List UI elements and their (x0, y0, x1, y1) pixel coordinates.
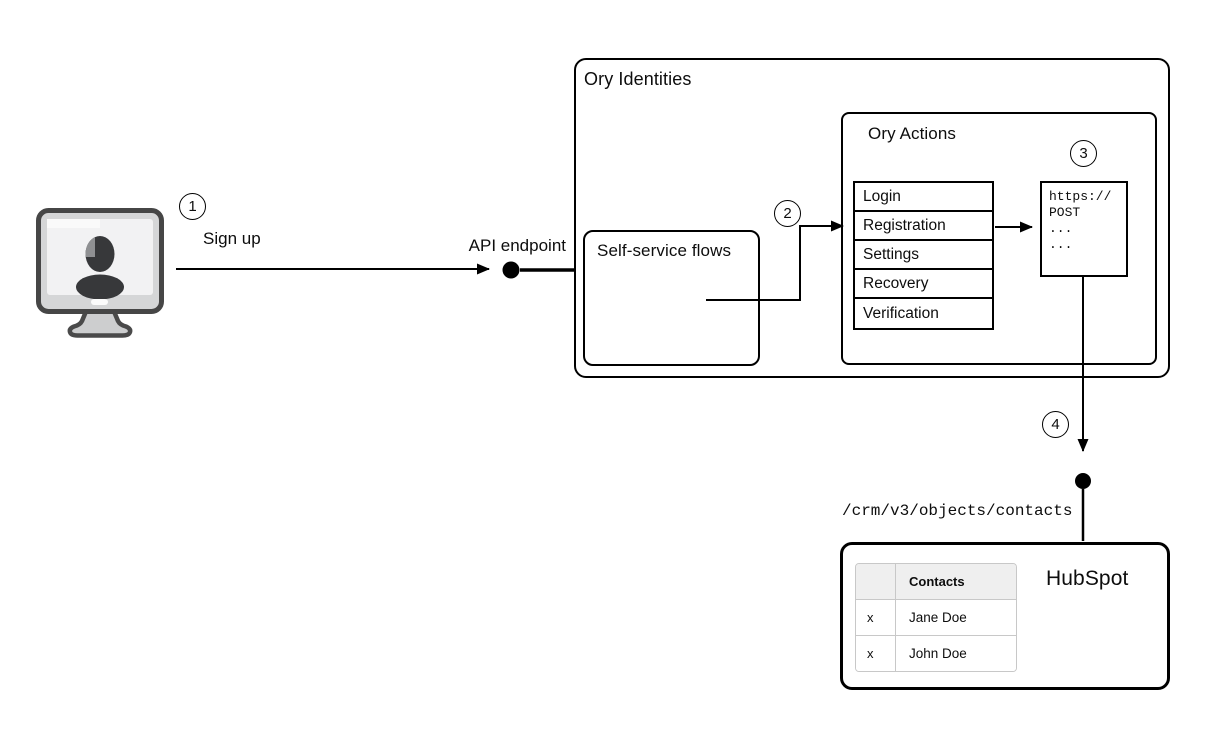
table-row: x Jane Doe (856, 599, 1016, 635)
code-line: https:// (1049, 189, 1112, 204)
step-badge-3: 3 (1070, 140, 1097, 167)
code-line: ... (1049, 221, 1073, 236)
ory-actions-title: Ory Actions (868, 124, 957, 143)
flow-item-login: Login (855, 183, 992, 212)
ory-identities-title: Ory Identities (584, 69, 692, 89)
contacts-table-header-row: Contacts (856, 564, 1016, 599)
webhook-code-box: https:// POST ... ... (1040, 181, 1128, 277)
monitor-user-icon (36, 208, 164, 338)
screen-highlight (47, 219, 100, 228)
code-line: ... (1049, 237, 1073, 252)
contacts-table: Contacts x Jane Doe x John Doe (855, 563, 1017, 672)
api-endpoint-dot-icon (502, 261, 520, 279)
row-mark: x (856, 636, 896, 671)
monitor-button (91, 299, 108, 305)
flow-list: Login Registration Settings Recovery Ver… (853, 181, 994, 330)
code-line: POST (1049, 205, 1081, 220)
api-endpoint-label: API endpoint (468, 236, 566, 255)
self-service-flows-label: Self-service flows (597, 241, 732, 260)
contacts-endpoint-dot-icon (1075, 473, 1091, 489)
sign-up-label: Sign up (203, 229, 261, 248)
flow-item-registration: Registration (855, 212, 992, 241)
row-name: Jane Doe (909, 610, 967, 625)
hubspot-label: HubSpot (1046, 567, 1129, 590)
head-highlight (85, 236, 95, 257)
contacts-endpoint-path: /crm/v3/objects/contacts (842, 502, 1073, 520)
flow-item-settings: Settings (855, 241, 992, 270)
row-mark: x (856, 600, 896, 635)
contacts-header-label: Contacts (909, 574, 965, 589)
row-name: John Doe (909, 646, 967, 661)
step-badge-1: 1 (179, 193, 206, 220)
step-badge-4: 4 (1042, 411, 1069, 438)
contacts-header-mark-cell (856, 564, 896, 599)
flow-item-verification: Verification (863, 304, 939, 322)
user-shoulders (76, 274, 124, 300)
flow-item-recovery: Recovery (855, 270, 992, 299)
monitor-stand (67, 306, 133, 338)
step-badge-2: 2 (774, 200, 801, 227)
table-row: x John Doe (856, 635, 1016, 671)
